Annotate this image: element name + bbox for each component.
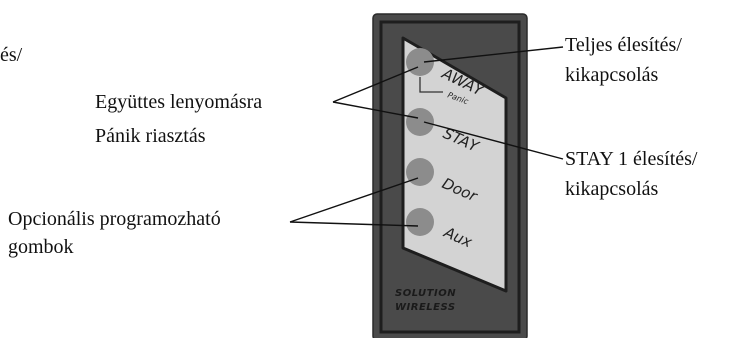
stay-label-line2: kikapcsolás — [565, 178, 659, 200]
leader-away-label — [423, 46, 564, 63]
brand-line1: SOLUTION — [395, 288, 456, 299]
away-label-line1: Teljes élesítés/ — [565, 34, 682, 56]
panic-label-line2: Pánik riasztás — [95, 125, 206, 147]
leader-panic-to-away — [332, 66, 419, 103]
away-label-line2: kikapcsolás — [565, 64, 659, 86]
door-button[interactable] — [406, 158, 434, 186]
optional-label-line2: gombok — [8, 236, 74, 258]
panic-label-line1: Együttes lenyomásra — [95, 91, 263, 113]
stay-button[interactable] — [406, 108, 434, 136]
leader-optional-to-door — [289, 177, 419, 223]
aux-button[interactable] — [406, 208, 434, 236]
brand-line2: WIRELESS — [395, 302, 456, 313]
stay-label-line1: STAY 1 élesítés/ — [565, 148, 698, 170]
optional-label-line1: Opcionális programozható — [8, 208, 221, 230]
leader-stay-label — [423, 121, 564, 160]
keyfob-bezel — [379, 20, 521, 334]
panic-bracket — [419, 77, 443, 93]
leader-optional-to-aux — [289, 221, 419, 227]
partial-label-left: és/ — [0, 44, 23, 66]
leader-panic-to-stay — [332, 101, 419, 119]
